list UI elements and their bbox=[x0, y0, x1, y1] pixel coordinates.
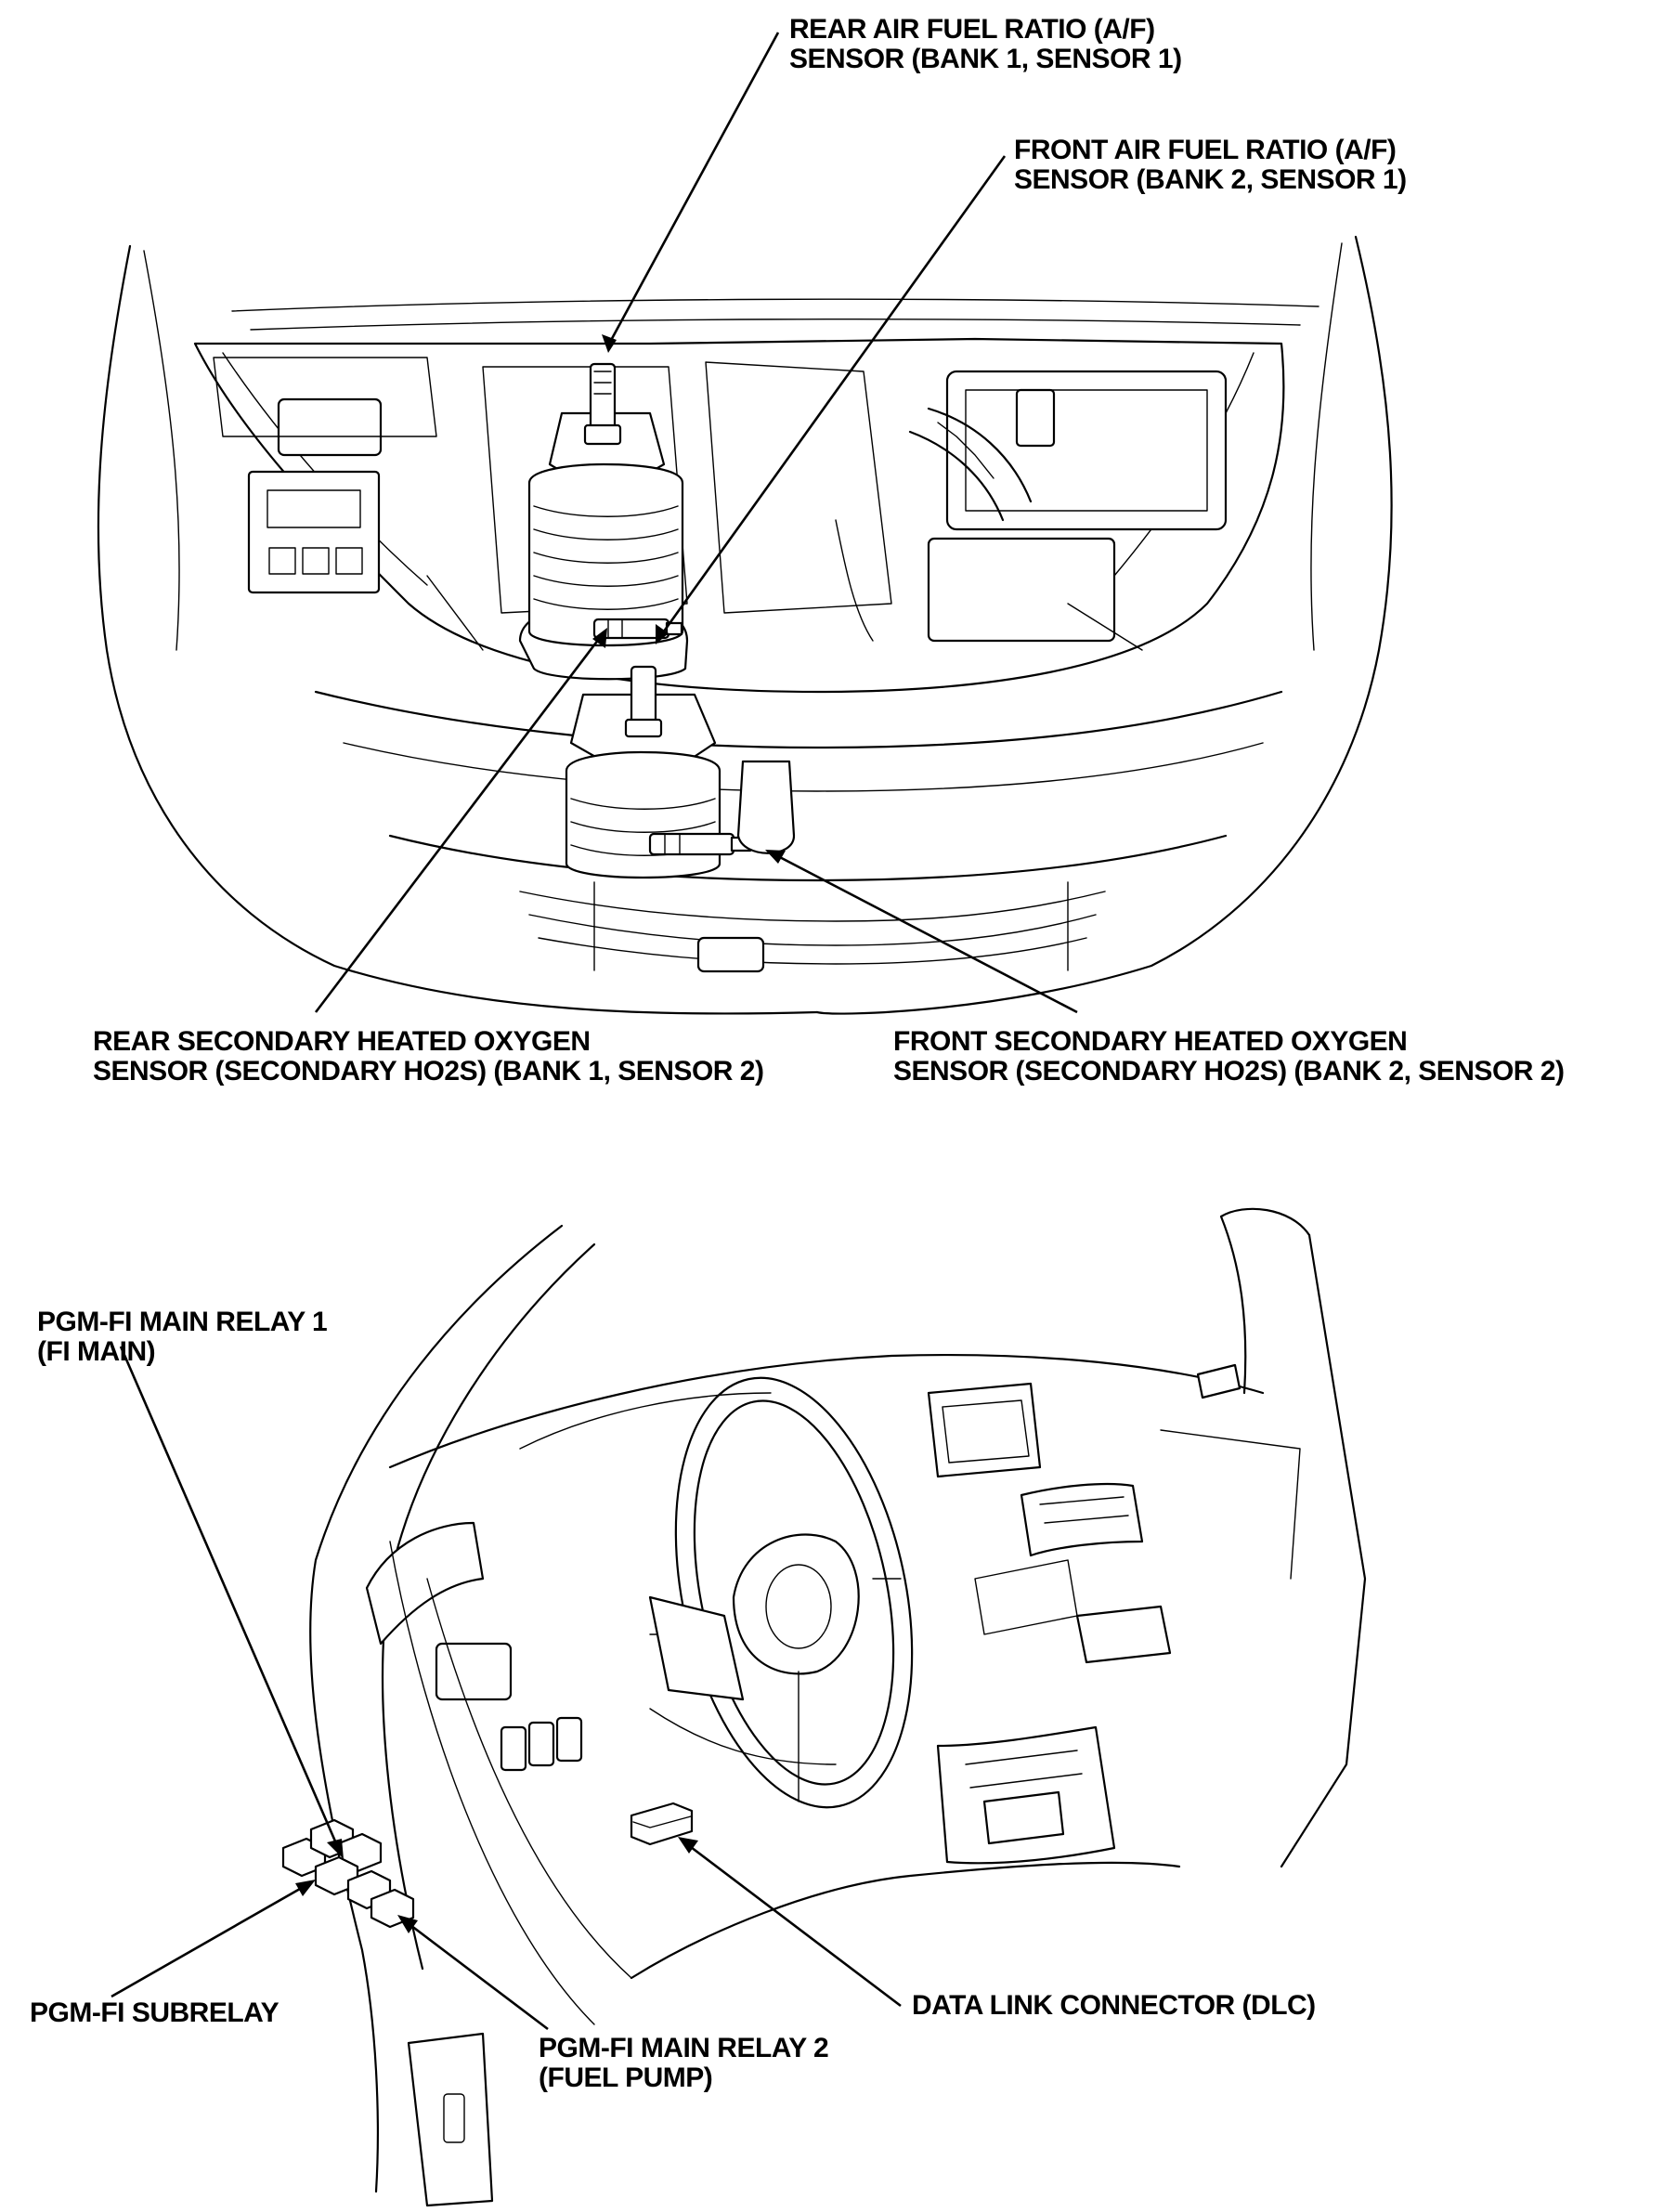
label-main-relay-1: PGM-FI MAIN RELAY 1 (FI MAIN) bbox=[37, 1307, 328, 1367]
leader-main-relay-1 bbox=[119, 1346, 341, 1851]
label-main-relay-2: PGM-FI MAIN RELAY 2 (FUEL PUMP) bbox=[539, 2033, 829, 2093]
relay-cluster bbox=[281, 1818, 415, 1929]
leader-subrelay bbox=[110, 1883, 307, 1998]
arrowhead-rear-af-sensor bbox=[602, 334, 617, 353]
label-line: FRONT AIR FUEL RATIO (A/F) bbox=[1014, 135, 1397, 165]
dashboard-leader-lines bbox=[110, 1346, 902, 2031]
arrowhead-dlc bbox=[678, 1837, 698, 1854]
arrowhead-main-relay-1 bbox=[327, 1839, 344, 1859]
label-line: REAR SECONDARY HEATED OXYGEN bbox=[93, 1026, 591, 1057]
leader-rear-af-sensor bbox=[606, 32, 780, 346]
label-line: PGM-FI MAIN RELAY 2 bbox=[539, 2033, 829, 2063]
label-line: SENSOR (BANK 2, SENSOR 1) bbox=[1014, 164, 1407, 195]
leader-front-af-sensor bbox=[659, 155, 1007, 636]
label-dlc: DATA LINK CONNECTOR (DLC) bbox=[912, 1991, 1316, 2021]
leader-main-relay-2 bbox=[406, 1920, 549, 2031]
label-line: FRONT SECONDARY HEATED OXYGEN bbox=[893, 1026, 1408, 1057]
arrowhead-front-af-sensor bbox=[656, 624, 669, 644]
label-line: SENSOR (BANK 1, SENSOR 1) bbox=[789, 44, 1182, 74]
label-line: SENSOR (SECONDARY HO2S) (BANK 2, SENSOR … bbox=[893, 1056, 1565, 1086]
label-line: SENSOR (SECONDARY HO2S) (BANK 1, SENSOR … bbox=[93, 1056, 764, 1086]
leader-dlc bbox=[686, 1842, 902, 2008]
label-line: PGM-FI SUBRELAY bbox=[30, 1997, 280, 2028]
label-line: DATA LINK CONNECTOR (DLC) bbox=[912, 1990, 1316, 2021]
label-rear-secondary-ho2s: REAR SECONDARY HEATED OXYGEN SENSOR (SEC… bbox=[93, 1026, 764, 1086]
label-front-secondary-ho2s: FRONT SECONDARY HEATED OXYGEN SENSOR (SE… bbox=[893, 1026, 1565, 1086]
leader-front-secondary-ho2s bbox=[774, 852, 1078, 1014]
arrowhead-rear-secondary-ho2s bbox=[592, 628, 607, 648]
label-subrelay: PGM-FI SUBRELAY bbox=[30, 1997, 280, 2028]
label-line: (FUEL PUMP) bbox=[539, 2062, 713, 2093]
label-front-af-sensor: FRONT AIR FUEL RATIO (A/F) SENSOR (BANK … bbox=[1014, 136, 1407, 195]
label-line: REAR AIR FUEL RATIO (A/F) bbox=[789, 14, 1155, 45]
label-line: (FI MAIN) bbox=[37, 1336, 156, 1367]
arrowhead-subrelay bbox=[295, 1880, 316, 1896]
label-rear-af-sensor: REAR AIR FUEL RATIO (A/F) SENSOR (BANK 1… bbox=[789, 15, 1182, 74]
engine-bay-illustration bbox=[97, 235, 1393, 1015]
arrowhead-main-relay-2 bbox=[397, 1915, 418, 1933]
label-line: PGM-FI MAIN RELAY 1 bbox=[37, 1307, 328, 1337]
dashboard-illustration bbox=[281, 1207, 1367, 2207]
engine-leader-lines bbox=[314, 32, 1078, 1014]
arrowhead-front-secondary-ho2s bbox=[765, 850, 786, 864]
leader-rear-secondary-ho2s bbox=[314, 634, 604, 1013]
